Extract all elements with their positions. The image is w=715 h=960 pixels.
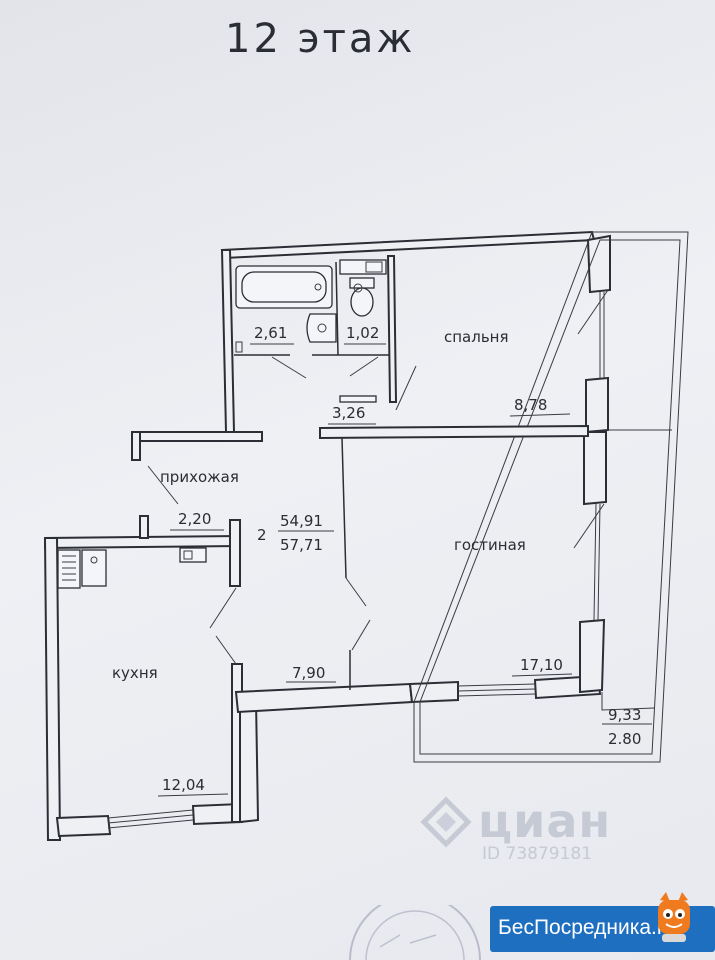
corridor-radiator — [339, 395, 377, 403]
besposrednika-text: БесПосредника.ru — [498, 916, 676, 940]
kitchen-area-underline — [157, 793, 229, 797]
living-side-window-line-1 — [593, 503, 597, 621]
living-left-wall — [341, 437, 347, 579]
living-area-underline — [511, 673, 573, 677]
toilet-bowl — [350, 287, 374, 317]
kitchen-window-line-1 — [107, 809, 194, 819]
kitchen-bottom-wall-left — [55, 814, 112, 838]
bathroom-sink — [306, 313, 337, 343]
hallway-left-stub — [131, 431, 141, 461]
bedroom-area-underline — [509, 413, 571, 417]
right-wall-upper — [586, 234, 611, 294]
kitchen-left-wall — [43, 537, 62, 841]
living-room-label: гостиная — [454, 536, 526, 554]
top-exterior-wall — [220, 230, 596, 260]
bathtub-drain — [314, 283, 322, 291]
bedroom-door-swing — [395, 365, 417, 411]
apartment-living-area: 54,91 — [280, 512, 323, 530]
stamp-mark — [349, 905, 481, 960]
bathroom-vent — [235, 341, 243, 353]
living-side-window-line-2 — [597, 503, 601, 621]
living-room-area: 17,10 — [520, 656, 563, 674]
bedroom-balcony-door-swing — [577, 289, 609, 335]
kitchen-window-line-3 — [107, 819, 194, 829]
kitchen-door-swing-lower — [215, 635, 237, 665]
hallway-upper-wall — [131, 431, 263, 442]
floor-title: 12 этаж — [225, 16, 415, 62]
right-wall-mid-bedroom — [585, 376, 609, 434]
cian-logo-icon — [420, 796, 472, 848]
kitchen-area: 12,04 — [162, 776, 205, 794]
entrance-door-swing — [147, 465, 179, 505]
bathroom-bedroom-wall — [386, 255, 398, 403]
bathroom-door-swing — [271, 356, 307, 379]
kitchen-stove — [57, 549, 81, 589]
right-wall-living-upper — [583, 431, 607, 506]
kitchen-counter-box — [183, 550, 193, 560]
balcony-area: 9,33 — [608, 706, 641, 724]
besposrednika-badge[interactable]: БесПосредника.ru — [490, 892, 715, 952]
mascot-icon — [658, 892, 690, 942]
bedroom-area: 8,78 — [514, 396, 547, 414]
balcony-outline-outer — [413, 231, 689, 763]
kitchen-label: кухня — [112, 664, 158, 682]
living-window-line-2 — [457, 688, 536, 692]
besposrednika-name: БесПосредника — [498, 916, 652, 939]
apartment-total-area: 57,71 — [280, 536, 323, 554]
living-window-line-1 — [457, 683, 536, 687]
balcony-area-reduced: 2.80 — [608, 730, 641, 748]
living-door-swing-upper — [345, 577, 367, 607]
bathtub-basin — [241, 271, 327, 303]
kitchen-door-swing-upper — [209, 587, 237, 629]
cian-watermark: циан ID 73879181 — [420, 790, 660, 870]
living-door-swing-lower — [351, 619, 371, 651]
hallway-door-jamb — [139, 515, 149, 539]
kitchen-sink — [81, 549, 107, 587]
living-balcony-door-swing — [573, 503, 605, 549]
toilet-area: 1,02 — [346, 324, 379, 342]
bathroom-sink-drain — [317, 323, 327, 333]
hallway-area: 2,20 — [178, 510, 211, 528]
vestibule-bottom-wall — [234, 682, 414, 714]
cian-watermark-id: ID 73879181 — [482, 844, 593, 864]
kitchen-right-wall-outer — [239, 699, 260, 824]
kitchen-sink-drain — [90, 556, 98, 564]
hallway-label: прихожая — [160, 468, 239, 486]
apartment-rooms-count: 2 — [257, 526, 267, 544]
cian-watermark-name: циан — [478, 794, 612, 848]
bedroom-living-wall — [319, 424, 589, 440]
balcony-corner-line — [601, 692, 655, 711]
toilet-shelf-box — [365, 261, 383, 273]
bathroom-area: 2,61 — [254, 324, 287, 342]
kitchen-window-line-2 — [107, 814, 194, 824]
bedroom-label: спальня — [444, 328, 509, 346]
corridor-area: 3,26 — [332, 404, 365, 422]
bath-toilet-partition — [335, 261, 339, 356]
bathroom-block-left-wall — [220, 249, 236, 433]
toilet-door-swing — [349, 356, 379, 377]
living-bottom-wall-left — [408, 680, 459, 704]
living-window-line-3 — [457, 693, 536, 697]
toilet-flush-button — [353, 283, 363, 293]
toilet-shelf — [339, 259, 387, 275]
vestibule-area: 7,90 — [292, 664, 325, 682]
right-wall-living-lower — [579, 618, 606, 694]
balcony-outline-inner — [419, 239, 681, 755]
kitchen-partition — [229, 519, 241, 587]
